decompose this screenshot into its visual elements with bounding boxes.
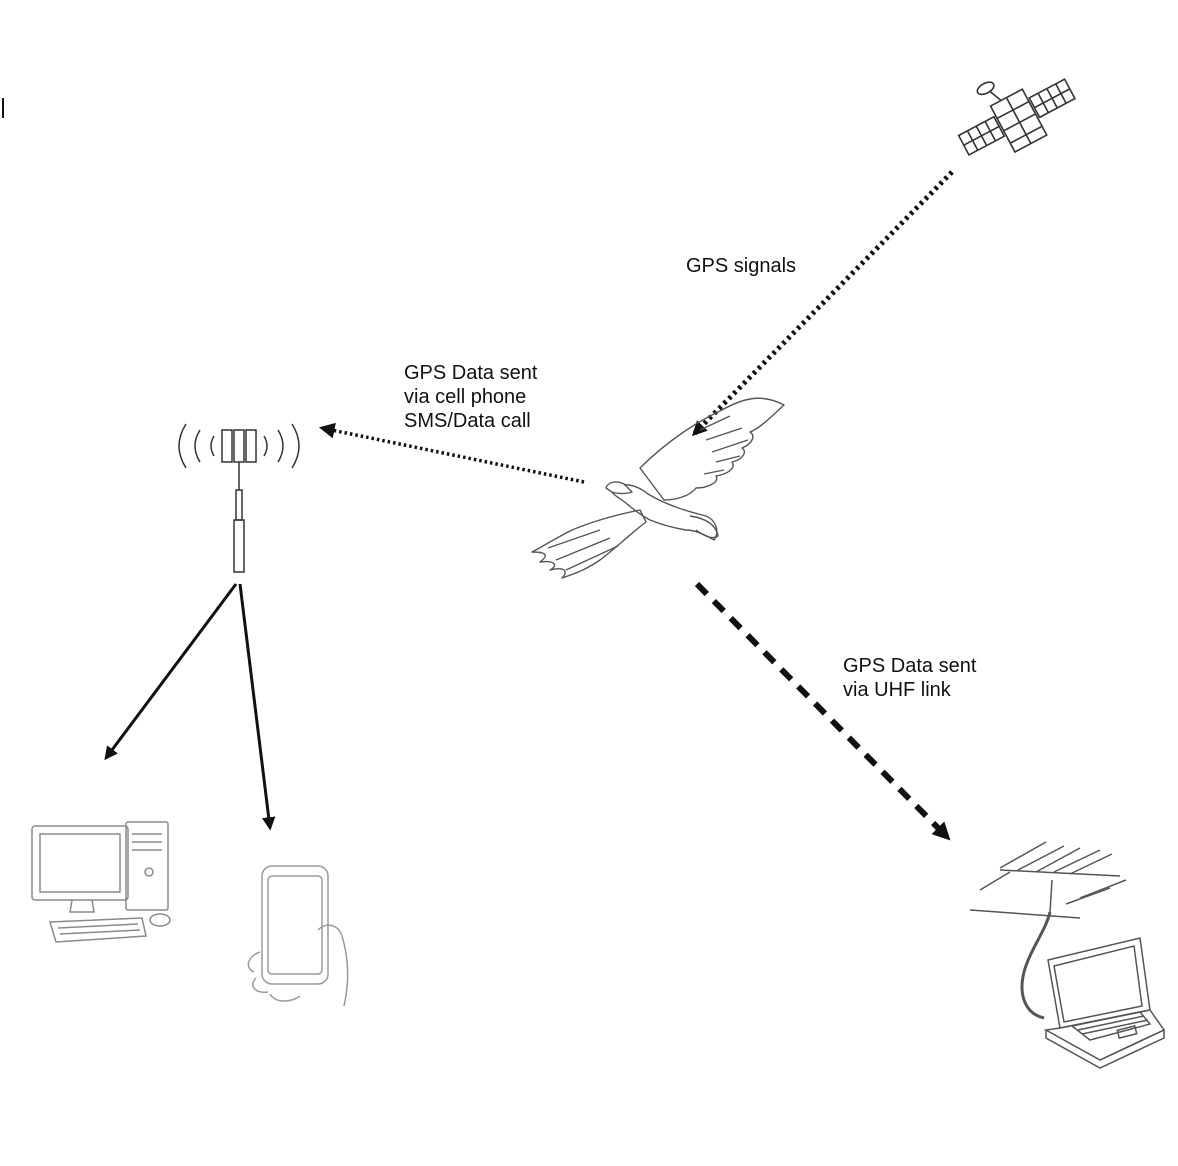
cell-data-arrow	[318, 422, 585, 484]
laptop-icon	[1043, 937, 1166, 1069]
gps-signals-label: GPS signals	[686, 255, 797, 277]
cell-data-label-line1: GPS Data sent	[404, 362, 538, 384]
uhf-data-label-line1: GPS Data sent	[843, 655, 977, 677]
satellite-icon	[957, 78, 1076, 157]
uhf-data-label-line2: via UHF link	[843, 679, 951, 701]
cell-data-label-line3: SMS/Data call	[404, 410, 531, 432]
desktop-computer-icon	[31, 821, 171, 943]
gps-signal-arrow	[691, 170, 954, 437]
cell-data-label-line2: via cell phone	[404, 386, 527, 408]
cell-tower-icon	[178, 423, 300, 573]
uhf-data-arrow	[694, 581, 951, 841]
yagi-antenna-icon	[969, 841, 1127, 1020]
tower-to-phone-arrow	[238, 583, 276, 831]
smartphone-in-hand-icon	[247, 865, 349, 1007]
tower-to-desktop-arrow	[104, 583, 238, 761]
eagle-icon	[531, 397, 785, 579]
